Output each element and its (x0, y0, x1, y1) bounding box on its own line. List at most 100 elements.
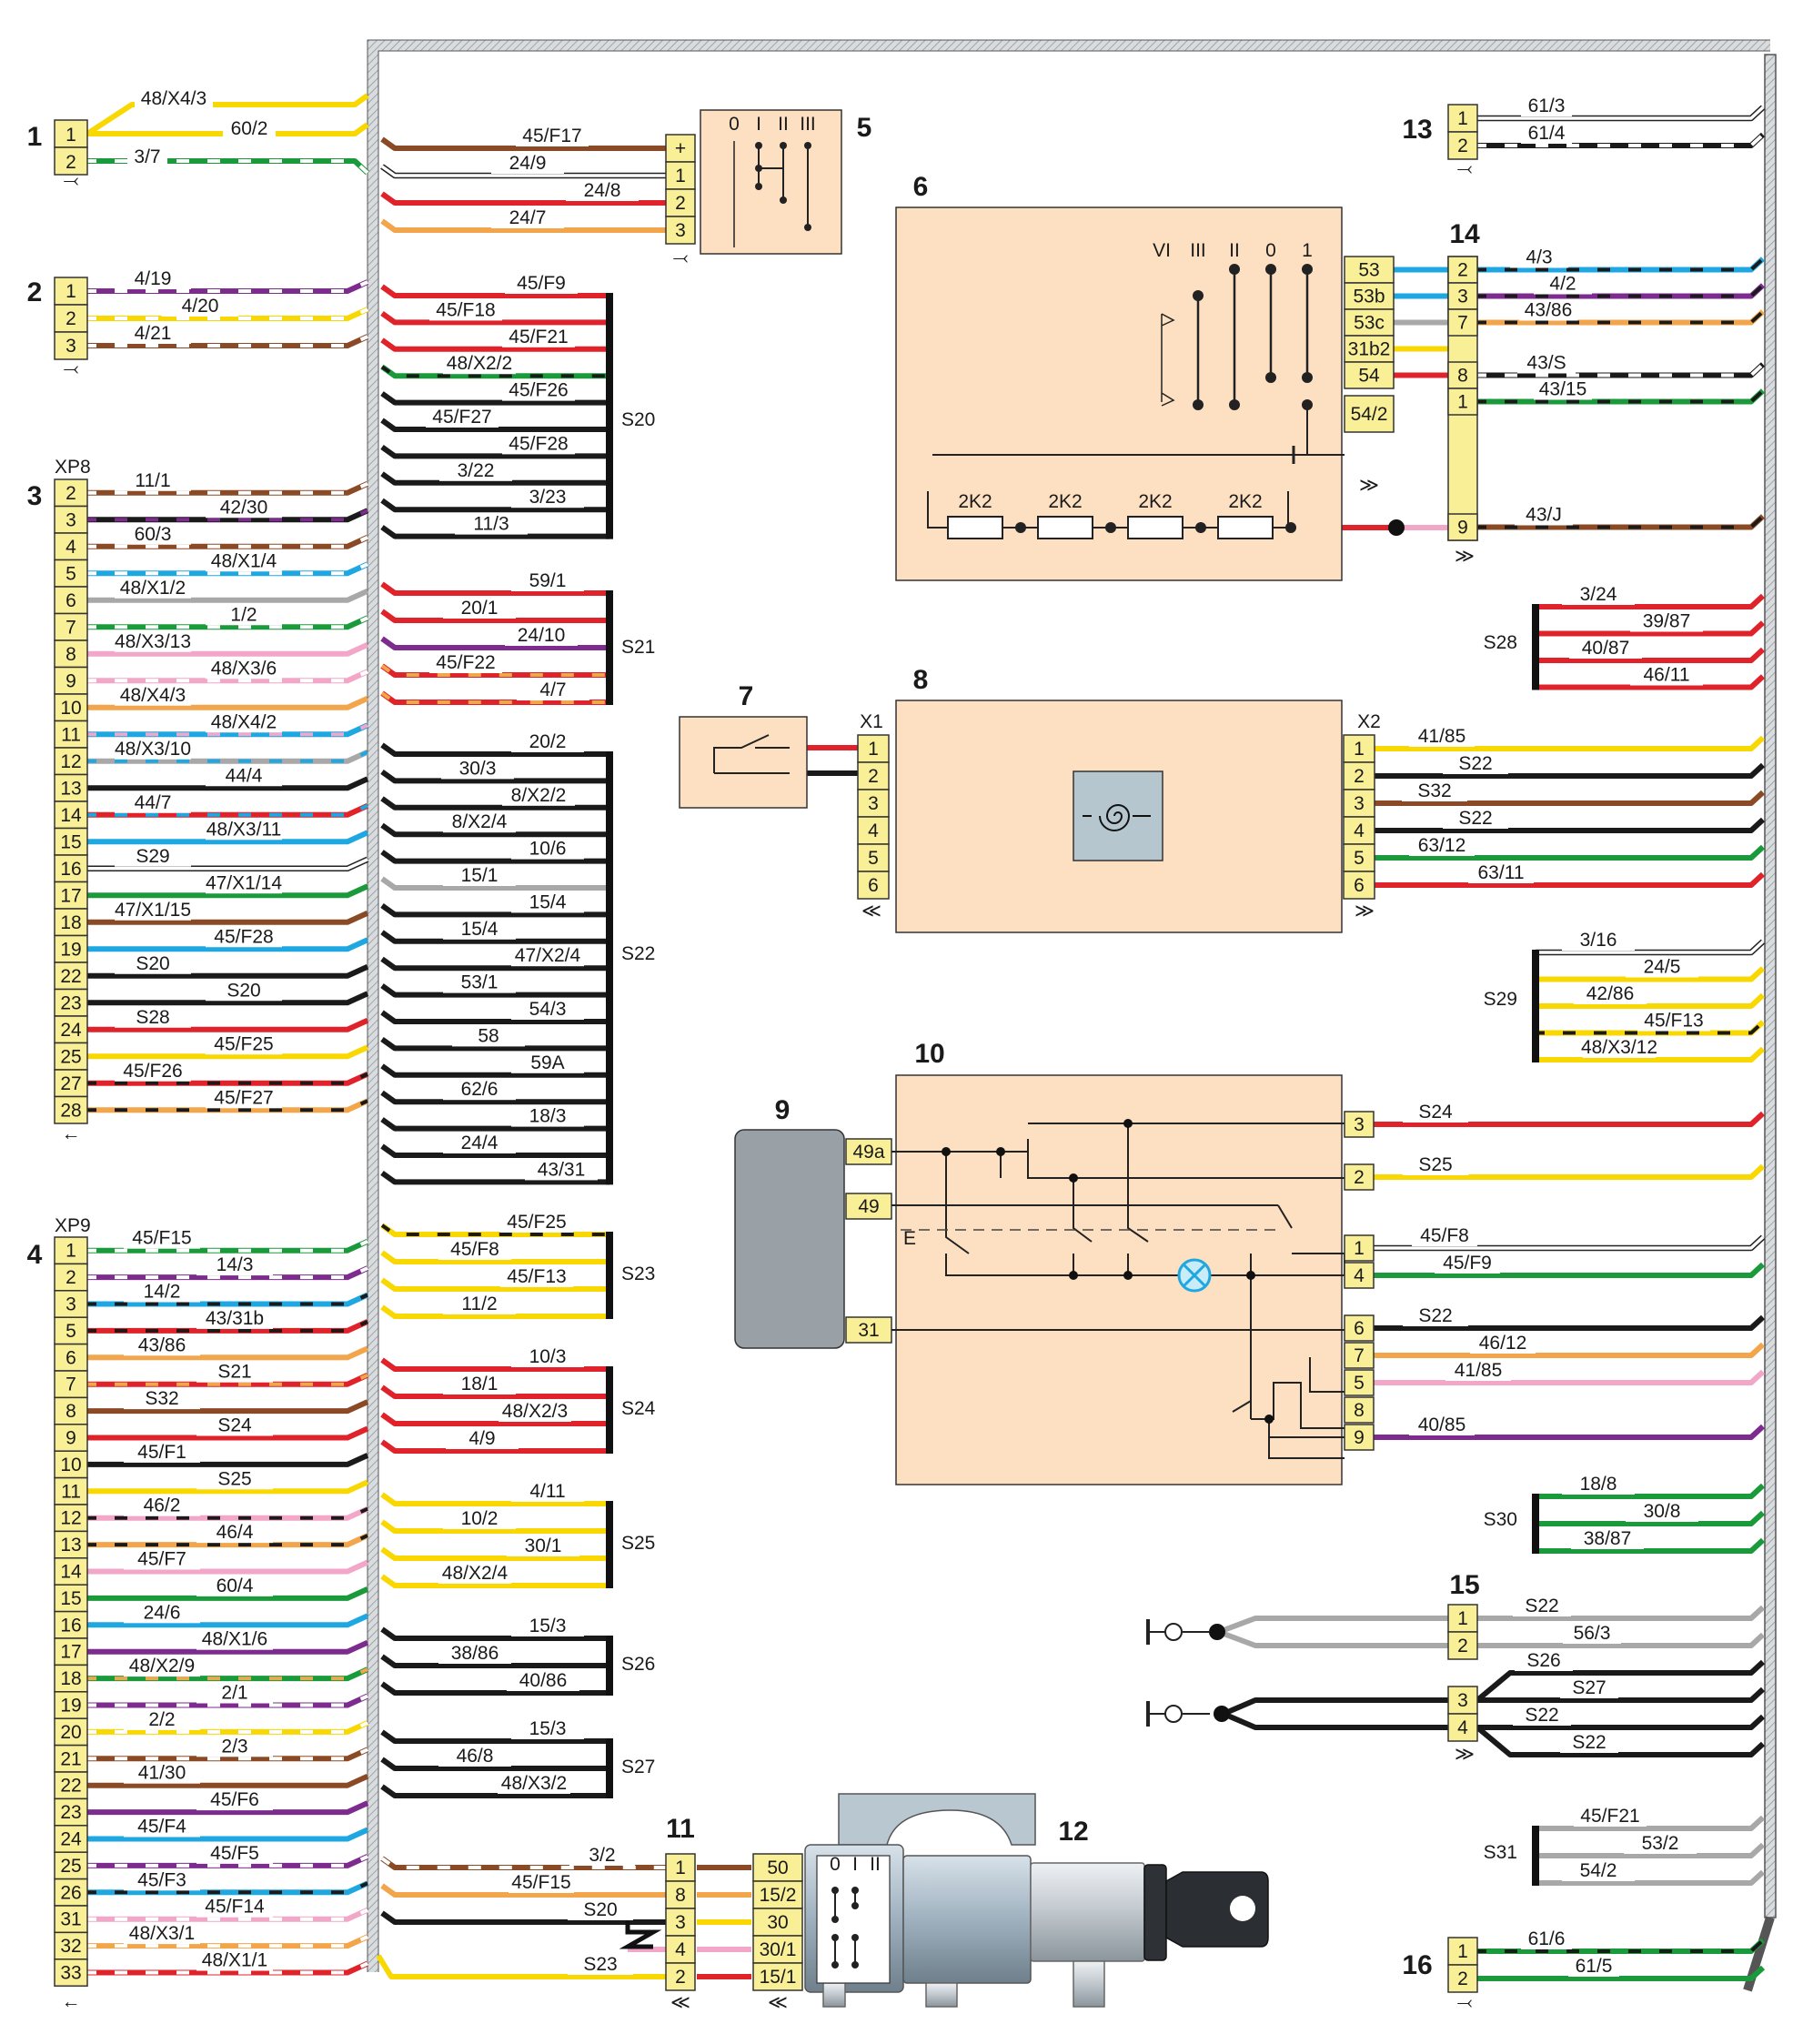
wire-core (380, 822, 609, 838)
wire-c3 (87, 1072, 369, 1086)
wire-core (380, 876, 609, 891)
pin-number: 31 (60, 1909, 81, 1930)
pin-number: 30 (767, 1912, 788, 1933)
connector-pin (665, 1853, 696, 1882)
wire-core (380, 1757, 609, 1771)
switch-10-circuit (1309, 1357, 1345, 1393)
pin-number: 27 (60, 1073, 81, 1094)
wire-label: 38/86 (451, 1643, 499, 1664)
wire-label: 11/2 (461, 1294, 497, 1314)
wire-c10 (1374, 1111, 1766, 1127)
wire-stripe (87, 280, 368, 293)
pin-number: 12 (60, 1508, 81, 1529)
connector-symbol-icon: ⤙ (673, 247, 689, 268)
label-bg (1534, 276, 1592, 295)
wire-core (1222, 1711, 1448, 1730)
connector-pin (54, 612, 88, 641)
pin-number: 25 (60, 1856, 81, 1877)
pin-number: 3 (1354, 793, 1365, 814)
connector-pin (54, 1557, 88, 1586)
connector-pin (1344, 1369, 1375, 1396)
wire-label: 48/X3/13 (115, 631, 191, 652)
connector-pin (54, 1584, 88, 1613)
label-bg (1574, 986, 1647, 1004)
contact-dot (804, 142, 811, 149)
contact-dot (755, 165, 762, 172)
label-bg (491, 210, 564, 228)
label-bg (502, 787, 575, 806)
wire-core (380, 796, 609, 811)
wire-label: 11/1 (135, 470, 170, 491)
connector-pin (54, 1664, 88, 1693)
connector-pin (1344, 1314, 1375, 1342)
wire-c4 (87, 1800, 369, 1816)
wire-s29 (1536, 1046, 1766, 1062)
label-bg (502, 436, 575, 455)
wire-c14 (1477, 257, 1766, 273)
wire-stripe (380, 365, 609, 378)
ignition-key-icon (1165, 1871, 1269, 1948)
wire-core (87, 1453, 369, 1467)
wire-label: 48/X2/9 (129, 1656, 195, 1676)
label-bg (124, 1818, 200, 1838)
wire-s20 (380, 391, 609, 406)
wire-label: 10/6 (529, 839, 567, 860)
wire-s20 (380, 471, 609, 486)
wire-label: 45/F15 (132, 1228, 191, 1249)
wire-core (87, 1800, 369, 1816)
switch-position-label: II (870, 1854, 881, 1875)
wire-label: 45/F5 (210, 1843, 259, 1864)
connector-pin (1344, 1234, 1375, 1262)
component-number: 6 (913, 172, 929, 202)
contact-dot (1015, 522, 1026, 533)
component-number: 1 (27, 122, 43, 152)
pin-number: 19 (60, 1696, 81, 1717)
connector-pin (1447, 282, 1478, 310)
wire-c16 (1477, 1938, 1766, 1954)
label-bg (443, 1135, 516, 1153)
label-bg (115, 955, 191, 974)
label-bg (196, 1257, 273, 1276)
wire-core (1375, 790, 1766, 806)
connector-pin (1344, 1396, 1375, 1424)
wire-label: 45/F27 (432, 407, 491, 428)
wire-s22 (380, 1143, 609, 1158)
wire-s22 (380, 1170, 609, 1185)
contact-dot (755, 142, 762, 149)
wire-label: 14/2 (144, 1282, 181, 1303)
pin-number: 8 (65, 644, 76, 665)
wire-label: 10/3 (529, 1346, 567, 1367)
pin-number: 12 (60, 751, 81, 772)
ignition-mount (925, 1982, 958, 2008)
switch-10-body (895, 1074, 1343, 1485)
wire-s27 (380, 1784, 609, 1798)
pin-number: 1 (1354, 1238, 1365, 1259)
wire-stripe (87, 1747, 368, 1761)
pin-number: 4 (1354, 821, 1365, 841)
connector-pin (54, 908, 88, 937)
wire-label: S32 (145, 1388, 178, 1409)
pin-number: 3 (1457, 1690, 1468, 1711)
wire-label: S22 (1572, 1732, 1606, 1753)
wire-c3 (87, 937, 369, 952)
contact-dot (831, 1916, 839, 1923)
wire-core (380, 218, 666, 233)
switch-position-label: III (1190, 240, 1206, 261)
wire-label: 46/4 (217, 1522, 254, 1543)
wire-c5 (380, 191, 666, 206)
wire-label: 45/F9 (517, 273, 566, 294)
wire-stripe (1477, 257, 1765, 272)
wire-core (376, 1954, 666, 1979)
connector-pin (752, 1935, 803, 1964)
label-bg (1560, 1735, 1618, 1753)
wire-c4 (87, 1613, 369, 1628)
label-bg (124, 1711, 200, 1730)
component-number: 5 (857, 113, 872, 143)
label-bg (1402, 783, 1467, 801)
wire-c2 (87, 334, 369, 348)
label-bg (511, 841, 584, 860)
label-bg (124, 1444, 200, 1463)
wire-c3 (87, 642, 369, 657)
connector-pin (54, 800, 88, 830)
pin-number: 53b (1353, 287, 1385, 307)
